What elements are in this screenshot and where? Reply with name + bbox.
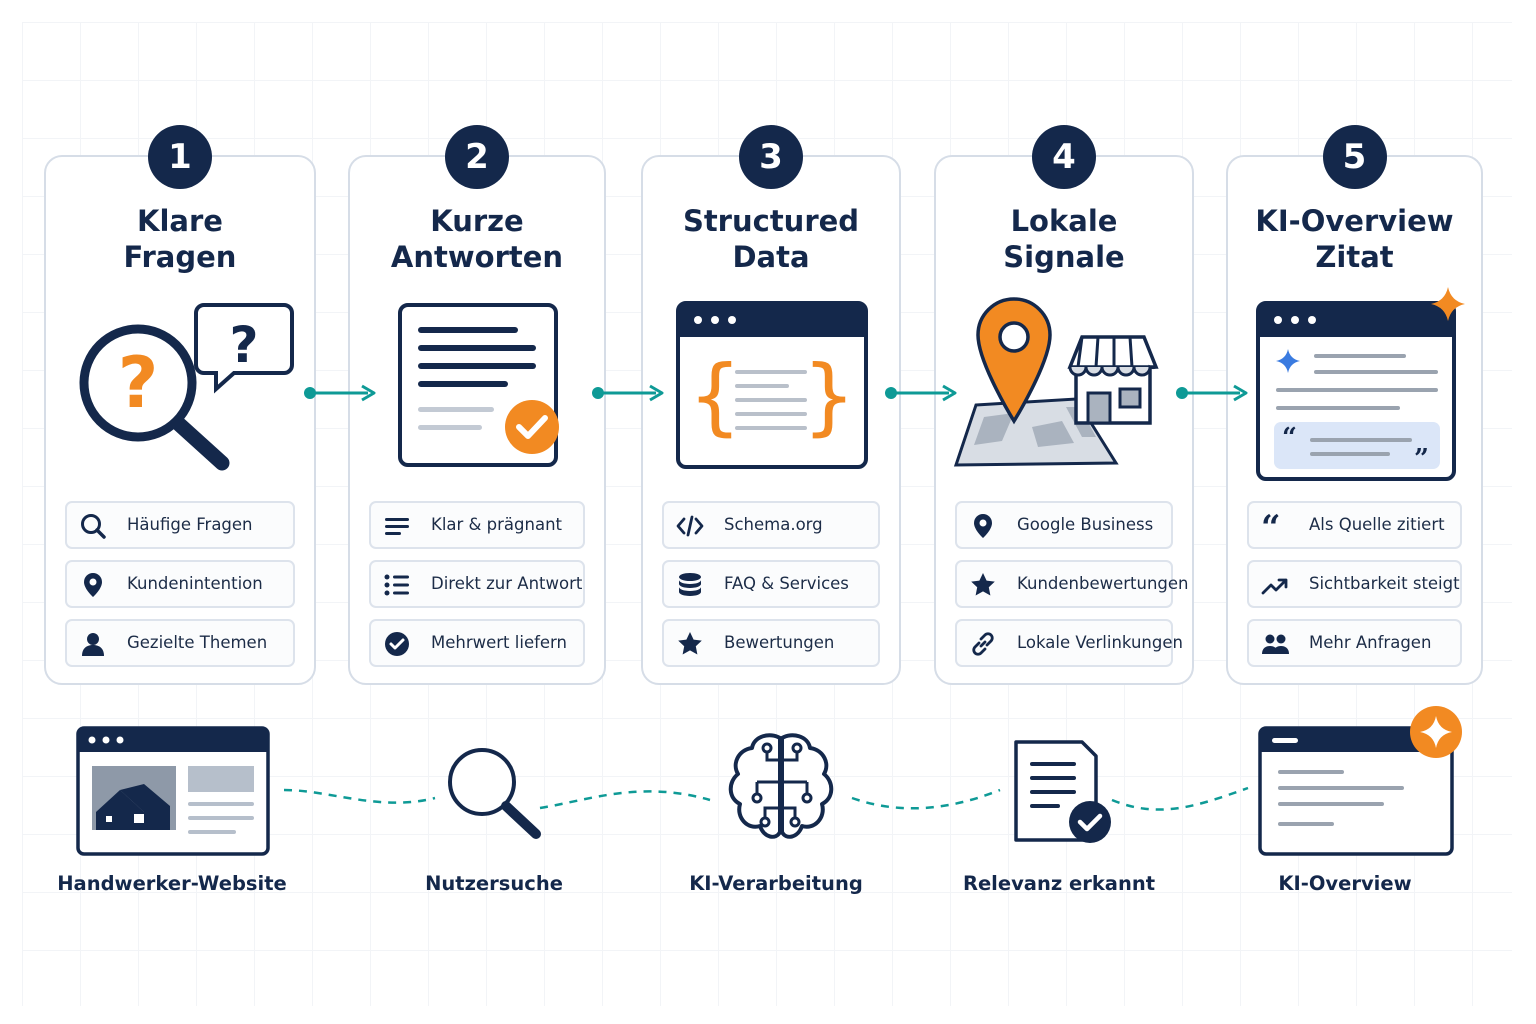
flow-label: Relevanz erkannt — [962, 872, 1156, 895]
feature-item: Häufige Fragen — [65, 501, 295, 549]
check-circle-icon — [385, 632, 409, 656]
step-number: 1 — [148, 125, 212, 189]
feature-item: “ Als Quelle zitiert — [1247, 501, 1462, 549]
users-icon — [1262, 634, 1289, 654]
document-check-icon — [1014, 740, 1111, 843]
quote-icon: “ — [1261, 512, 1281, 540]
location-pin-icon — [974, 514, 992, 538]
step-number: 2 — [445, 125, 509, 189]
step-number: 3 — [739, 125, 803, 189]
feature-item: FAQ & Services — [662, 560, 880, 608]
svg-text:”: ” — [1414, 444, 1429, 474]
feature-item: Direkt zur Antwort — [369, 560, 585, 608]
feature-item: Schema.org — [662, 501, 880, 549]
link-icon — [972, 632, 994, 656]
svg-text:{: { — [688, 347, 741, 445]
flow-label: KI-Verarbeitung — [689, 872, 863, 895]
svg-text:“: “ — [1261, 512, 1281, 540]
feature-item: Gezielte Themen — [65, 619, 295, 667]
feature-item: Sichtbarkeit steigt — [1247, 560, 1462, 608]
list-icon — [384, 574, 409, 596]
brain-icon — [728, 733, 834, 839]
svg-text:?: ? — [118, 342, 159, 424]
ki-citation-illustration: “ ” — [1256, 287, 1465, 481]
svg-text:?: ? — [229, 316, 258, 374]
database-icon — [679, 573, 701, 596]
flow-label: KI-Overview — [1278, 872, 1412, 895]
feature-item: Kundenbewertungen — [955, 560, 1189, 608]
flow-label: Nutzersuche — [425, 872, 563, 895]
code-window-illustration: { } — [676, 301, 868, 469]
feature-item: Google Business — [955, 501, 1173, 549]
step-number: 5 — [1322, 125, 1387, 189]
step-number: 4 — [1032, 125, 1096, 189]
website-icon — [76, 726, 270, 856]
local-map-illustration — [953, 297, 1159, 467]
lines-icon — [385, 518, 409, 535]
trend-up-icon — [1261, 578, 1288, 595]
feature-item: Lokale Verlinkungen — [955, 619, 1183, 667]
arrow-connector — [304, 384, 376, 402]
arrow-connector — [592, 384, 664, 402]
feature-item: Mehr Anfragen — [1247, 619, 1462, 667]
arrow-connector — [1176, 384, 1248, 402]
document-check-illustration — [398, 303, 559, 467]
magnifier-icon — [448, 748, 541, 839]
location-pin-icon — [84, 573, 102, 597]
search-icon — [81, 514, 106, 539]
question-magnifier-illustration: ? ? — [79, 303, 294, 471]
arrow-connector — [885, 384, 957, 402]
feature-item: Klar & prägnant — [369, 501, 585, 549]
feature-item: Mehrwert liefern — [369, 619, 585, 667]
svg-text:}: } — [802, 347, 855, 445]
user-icon — [82, 633, 104, 656]
feature-item: Bewertungen — [662, 619, 880, 667]
feature-item: Kundenintention — [65, 560, 295, 608]
svg-text:“: “ — [1282, 423, 1297, 453]
code-icon — [676, 515, 704, 537]
flow-label: Handwerker-Website — [57, 872, 287, 895]
star-icon — [971, 573, 995, 596]
ki-overview-icon — [1258, 706, 1462, 856]
star-icon — [678, 632, 702, 655]
